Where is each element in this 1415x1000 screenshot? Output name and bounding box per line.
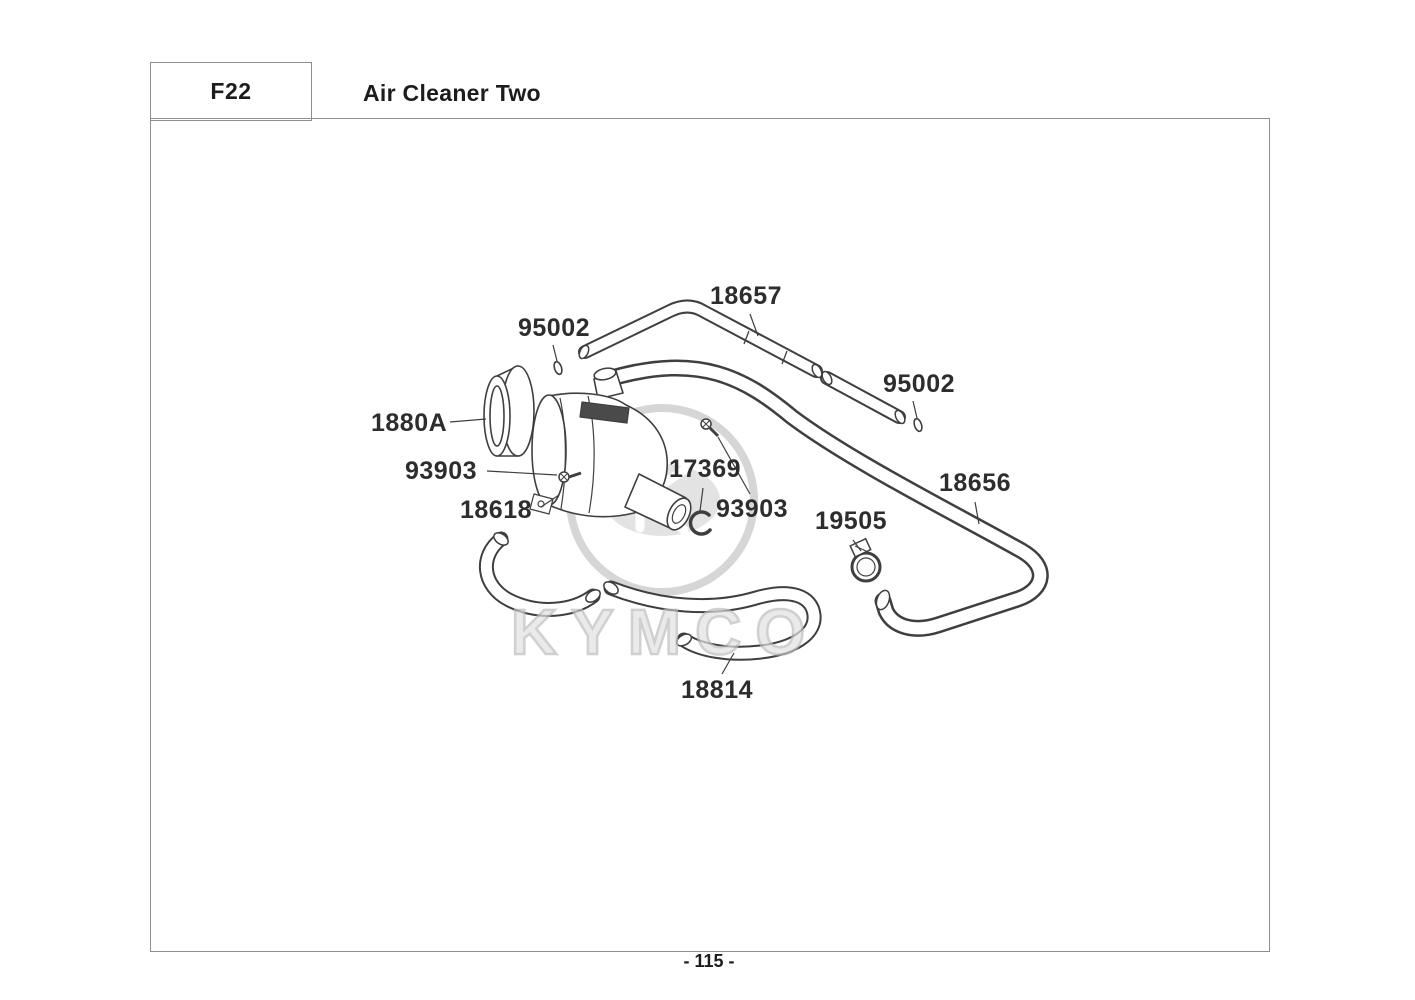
leader-1880A: [449, 418, 487, 423]
hose-18656-drawing: [603, 359, 1049, 637]
leader-18656: [974, 501, 980, 525]
screw-93903-left: [558, 471, 582, 483]
page-title: Air Cleaner Two: [363, 80, 541, 106]
grommet-95002-left: [553, 360, 563, 376]
hose-18814-drawing: [479, 531, 822, 661]
part-label-19505: 19505: [815, 507, 888, 535]
top-clamp-band: [579, 401, 630, 424]
screw-93903-right: [700, 418, 720, 438]
diagram-frame: [150, 118, 1270, 952]
grommet-95002-right: [913, 417, 923, 433]
mounting-tab: [529, 493, 554, 515]
part-label-18814: 18814: [681, 676, 754, 704]
leader-18618: [540, 494, 560, 508]
part-label-18656: 18656: [939, 469, 1012, 497]
part-label-1880A: 1880A: [371, 409, 448, 437]
section-code: F22: [210, 78, 252, 104]
kymco-watermark-text-layer: KYMCO: [510, 595, 819, 670]
clip-17369: [688, 510, 712, 536]
hose-18657-drawing: [578, 299, 906, 425]
leader-lines: [449, 313, 980, 675]
leader-93903-right: [717, 436, 751, 495]
leader-95002-left: [552, 344, 558, 362]
leader-95002-right: [912, 400, 918, 419]
leader-19505: [852, 539, 862, 552]
part-label-93903-right: 93903: [716, 495, 789, 523]
part-label-18657: 18657: [710, 282, 783, 310]
leader-18657: [749, 313, 759, 337]
part-label-93903-left: 93903: [405, 457, 478, 485]
leader-17369: [699, 487, 704, 512]
part-label-17369: 17369: [669, 455, 742, 483]
air-cleaner-assembly-drawing: [483, 365, 692, 531]
kymco-watermark-text: KYMCO: [511, 596, 819, 668]
section-code-box: F22: [150, 62, 312, 121]
clamp-19505: [849, 537, 882, 583]
leader-18814: [721, 652, 735, 675]
part-label-95002-left: 95002: [518, 314, 591, 342]
page-number: - 115 -: [683, 951, 735, 971]
part-label-18618: 18618: [460, 496, 533, 524]
leader-93903-left: [486, 470, 558, 476]
part-label-95002-right: 95002: [883, 370, 956, 398]
